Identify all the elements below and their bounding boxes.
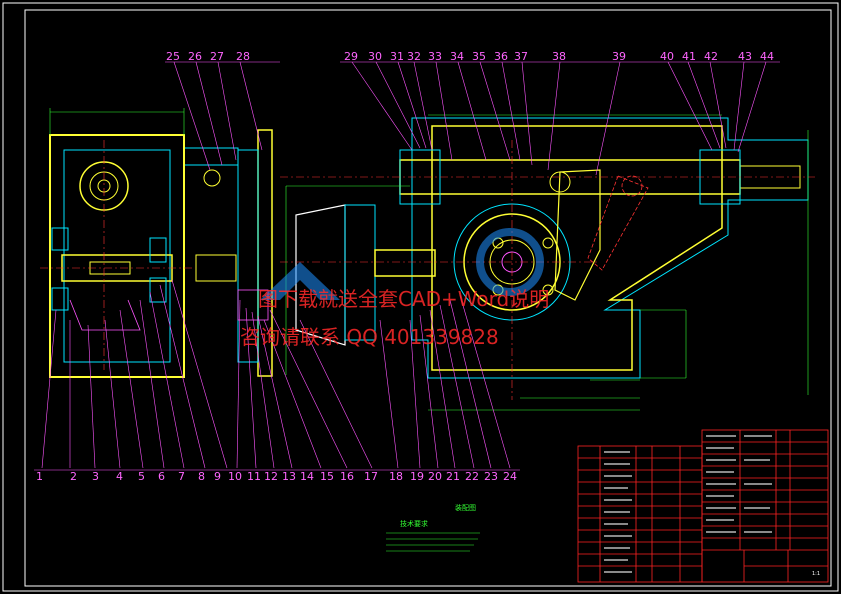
part-label: 8 — [198, 470, 205, 483]
part-label: 32 — [407, 50, 421, 63]
part-label: 9 — [214, 470, 221, 483]
part-label: 6 — [158, 470, 165, 483]
scale-value: 1:1 — [812, 571, 820, 577]
part-label: 7 — [178, 470, 185, 483]
part-label: 21 — [446, 470, 460, 483]
part-label: 38 — [552, 50, 566, 63]
part-label: 36 — [494, 50, 508, 63]
part-label: 2 — [70, 470, 77, 483]
part-label: 22 — [465, 470, 479, 483]
part-label: 29 — [344, 50, 358, 63]
part-label: 34 — [450, 50, 464, 63]
leader-lines-bottom — [34, 279, 520, 471]
part-label: 28 — [236, 50, 250, 63]
part-label: 10 — [228, 470, 242, 483]
part-label: 18 — [389, 470, 403, 483]
part-label: 11 — [247, 470, 261, 483]
part-label: 12 — [264, 470, 278, 483]
watermark-logo — [260, 228, 544, 300]
part-label: 31 — [390, 50, 404, 63]
part-label: 26 — [188, 50, 202, 63]
leader-lines-top — [165, 61, 780, 176]
main-section-view — [285, 114, 809, 411]
parts-list-right — [701, 429, 829, 583]
part-label: 24 — [503, 470, 517, 483]
watermark-line-2: 咨询请联系 QQ 401339828 — [240, 325, 499, 349]
part-labels-top: 25 26 27 28 29 30 31 32 33 34 35 36 37 3… — [166, 50, 774, 63]
part-label: 44 — [760, 50, 774, 63]
part-label: 20 — [428, 470, 442, 483]
parts-list-left — [577, 445, 703, 583]
technical-notes: 装配图 技术要求 — [386, 503, 480, 552]
part-label: 39 — [612, 50, 626, 63]
inner-frame — [24, 9, 832, 587]
side-view — [49, 108, 185, 378]
part-label: 19 — [410, 470, 424, 483]
part-label: 40 — [660, 50, 674, 63]
table-text-rows — [604, 435, 772, 573]
part-label: 15 — [320, 470, 334, 483]
part-label: 41 — [682, 50, 696, 63]
part-label: 5 — [138, 470, 145, 483]
part-label: 33 — [428, 50, 442, 63]
part-labels-bottom: 1 2 3 4 5 6 7 8 9 10 11 12 13 14 15 16 1… — [36, 470, 517, 483]
part-label: 3 — [92, 470, 99, 483]
watermark-line-1: 图下载就送全套CAD+Word说明 — [258, 287, 549, 311]
part-label: 14 — [300, 470, 314, 483]
part-label: 13 — [282, 470, 296, 483]
part-label: 4 — [116, 470, 123, 483]
part-label: 25 — [166, 50, 180, 63]
part-label: 16 — [340, 470, 354, 483]
part-label: 1 — [36, 470, 43, 483]
part-label: 23 — [484, 470, 498, 483]
part-label: 17 — [364, 470, 378, 483]
notes-heading: 技术要求 — [400, 519, 428, 528]
part-label: 37 — [514, 50, 528, 63]
part-label: 27 — [210, 50, 224, 63]
notes-small-title: 装配图 — [455, 503, 476, 512]
part-label: 43 — [738, 50, 752, 63]
part-label: 35 — [472, 50, 486, 63]
part-label: 30 — [368, 50, 382, 63]
part-label: 42 — [704, 50, 718, 63]
coupling-plate — [185, 129, 273, 377]
